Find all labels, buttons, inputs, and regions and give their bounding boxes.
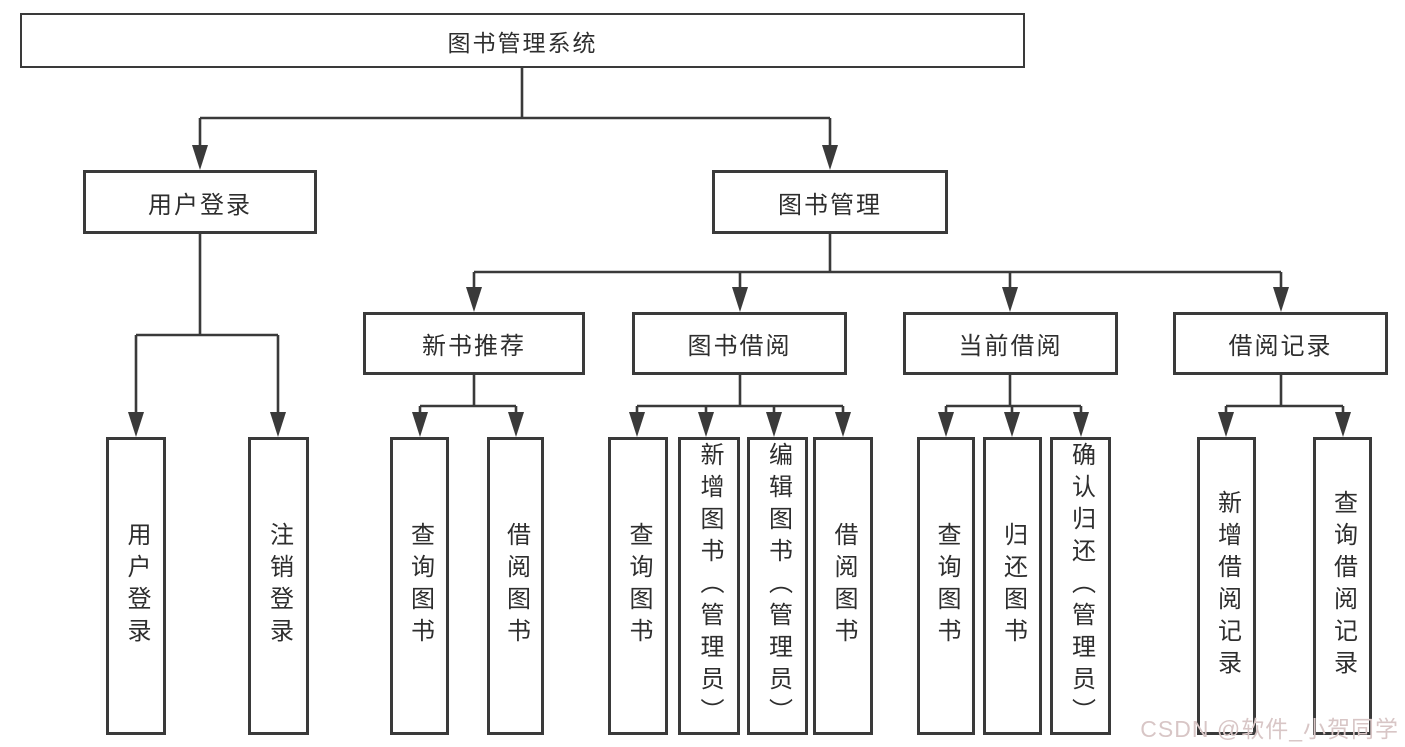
leaf-query-books-borrow-label: 查询图书: [625, 522, 652, 650]
leaf-edit-book-admin: 编辑图书（管理员）: [747, 437, 808, 735]
leaf-borrow-book-label: 借阅图书: [830, 522, 857, 650]
leaf-confirm-return-admin-label: 确认归还（管理员）: [1067, 442, 1095, 730]
leaf-query-borrow-record: 查询借阅记录: [1313, 437, 1372, 735]
leaf-borrow-book-recommend: 借阅图书: [487, 437, 544, 735]
leaf-logout: 注销登录: [248, 437, 309, 735]
leaf-add-book-admin-label: 新增图书（管理员）: [696, 442, 723, 730]
leaf-confirm-return-admin: 确认归还（管理员）: [1050, 437, 1111, 735]
leaf-user-login: 用户登录: [106, 437, 166, 735]
leaf-borrow-book: 借阅图书: [813, 437, 873, 735]
leaf-add-borrow-record: 新增借阅记录: [1197, 437, 1256, 735]
leaf-query-books-recommend-label: 查询图书: [406, 522, 434, 650]
node-book-borrowing: 图书借阅: [632, 312, 847, 375]
csdn-watermark: CSDN @软件_小贺同学: [1140, 716, 1399, 742]
leaf-logout-label: 注销登录: [265, 522, 293, 650]
leaf-query-books-recommend: 查询图书: [390, 437, 449, 735]
node-current-borrowing: 当前借阅: [903, 312, 1118, 375]
node-new-book-recommendation: 新书推荐: [363, 312, 585, 375]
leaf-query-borrow-record-label: 查询借阅记录: [1329, 490, 1357, 682]
leaf-return-book: 归还图书: [983, 437, 1042, 735]
node-user-login: 用户登录: [83, 170, 317, 234]
leaf-query-books-current: 查询图书: [917, 437, 975, 735]
node-borrowing-records: 借阅记录: [1173, 312, 1388, 375]
leaf-edit-book-admin-label: 编辑图书（管理员）: [764, 442, 792, 730]
leaf-add-borrow-record-label: 新增借阅记录: [1213, 490, 1241, 682]
leaf-query-books-borrow: 查询图书: [608, 437, 668, 735]
leaf-add-book-admin: 新增图书（管理员）: [678, 437, 740, 735]
leaf-return-book-label: 归还图书: [999, 522, 1027, 650]
leaf-query-books-current-label: 查询图书: [933, 522, 960, 650]
node-library-system: 图书管理系统: [20, 13, 1025, 68]
leaf-borrow-book-recommend-label: 借阅图书: [502, 522, 530, 650]
node-book-management: 图书管理: [712, 170, 948, 234]
leaf-user-login-label: 用户登录: [123, 522, 150, 650]
